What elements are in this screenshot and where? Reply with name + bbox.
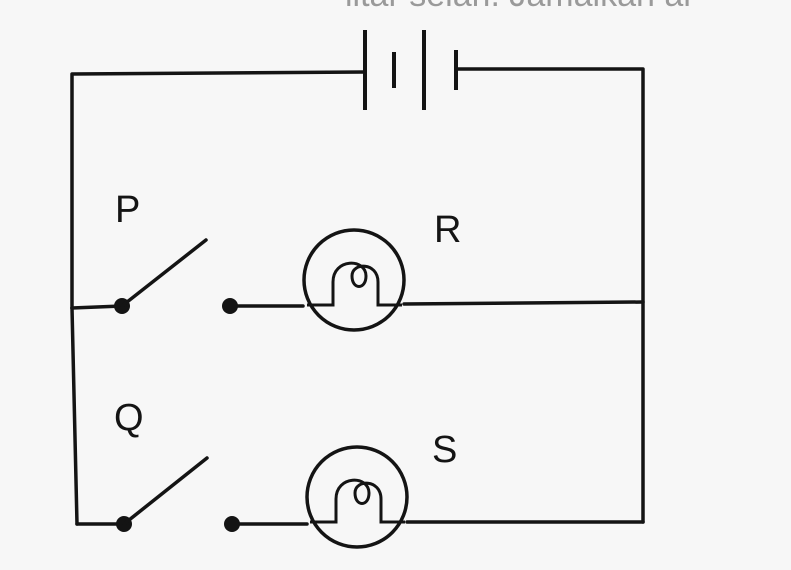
- switch-p-lever: [120, 238, 208, 308]
- switch-q-terminal-right: [224, 516, 240, 532]
- switch-q-label: Q: [114, 397, 144, 439]
- bulb-s-ring: [305, 445, 409, 549]
- top-left-wire: [70, 70, 367, 310]
- top-right-wire: [454, 67, 645, 524]
- branch-r-left-wire: [70, 304, 124, 310]
- bulb-r-label: R: [434, 209, 461, 251]
- bulb-s-icon: [305, 445, 409, 549]
- bulb-s-filament: [310, 478, 405, 524]
- switch-p-icon: [114, 238, 238, 314]
- cropped-top-text: litar selari. Jamalkan ar: [345, 0, 695, 14]
- switch-p-label: P: [115, 189, 140, 231]
- switch-q-icon: [116, 456, 240, 532]
- bulb-r-ring: [302, 228, 406, 332]
- bulb-r-filament: [307, 261, 402, 307]
- switch-q-lever: [122, 456, 209, 526]
- switch-p-terminal-right: [222, 298, 238, 314]
- left-lower-wire: [70, 306, 79, 526]
- battery-icon: [363, 30, 458, 110]
- bulb-r-icon: [302, 228, 406, 332]
- bulb-s-label: S: [432, 429, 457, 471]
- circuit-wires: [70, 67, 645, 526]
- branch-r-right-wire: [402, 300, 645, 306]
